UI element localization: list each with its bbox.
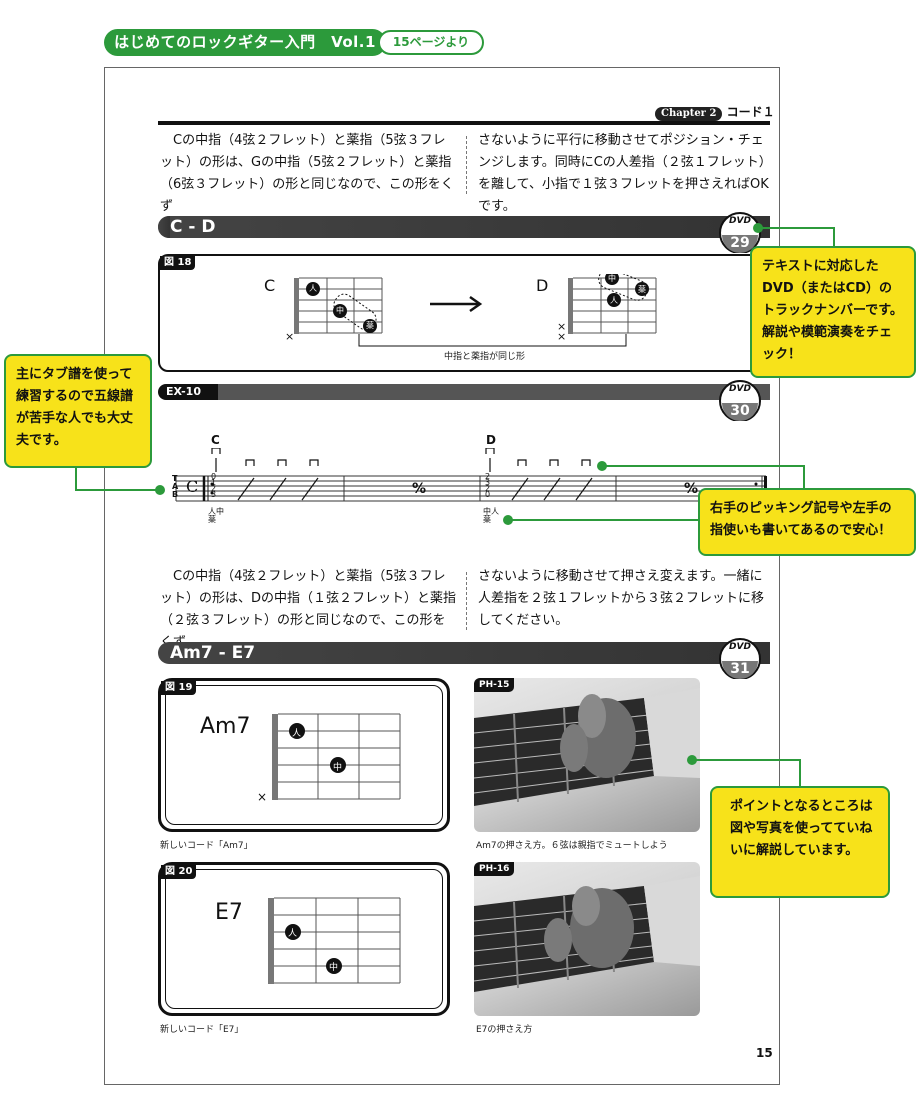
intro-left-text: Cの中指（4弦２フレット）と薬指（5弦３フレット）の形は、Gの中指（5弦２フレッ…	[160, 133, 454, 214]
fingering-c: 人中薬	[208, 507, 224, 524]
chord-diagram-am7	[272, 713, 401, 800]
finger-index-d: 人	[610, 296, 618, 305]
finger-ring-d: 薬	[638, 285, 646, 294]
same-shape-bracket	[358, 334, 627, 347]
finger-middle-e7: 中	[329, 963, 339, 973]
figure-20-caption: 新しいコード「E7」	[160, 1025, 244, 1035]
tab-numbers-c: 0 1 2 3	[211, 472, 217, 499]
photo-tag: PH-16	[474, 862, 515, 876]
repeat-sign-1: %	[412, 481, 426, 497]
callout-tab-note: 主にタブ譜を使って練習するので五線譜が苦手な人でも大丈夫です。	[4, 354, 152, 468]
chapter-title: コード１	[726, 105, 775, 119]
dvd-track-number: 31	[730, 661, 749, 677]
intro-right-text: さないように平行に移動させてポジション・チェンジします。同時にCの人差指（２弦１…	[478, 133, 769, 214]
chapter-pill: Chapter 2	[655, 107, 723, 121]
from-page-tag: 15ページより	[378, 30, 484, 55]
photo-e7-grip: PH-16	[474, 862, 700, 1016]
chapter-number: 2	[709, 108, 717, 119]
section-title-text: Am7 - E7	[170, 643, 256, 663]
figure-number: 20	[178, 866, 193, 877]
finger-middle-c: 中	[336, 306, 344, 315]
finger-middle-am7: 中	[333, 763, 343, 773]
photo-am7-grip: PH-15	[474, 678, 700, 832]
dvd-badge-30: DVD 30	[719, 380, 761, 421]
figure-number: 18	[177, 257, 192, 268]
mute-mark-d-1: ×	[557, 320, 567, 333]
dvd-label: DVD	[729, 384, 751, 394]
para2-left-text: Cの中指（4弦２フレット）と薬指（5弦３フレット）の形は、Dの中指（１弦２フレッ…	[160, 569, 457, 650]
photo-16-caption: E7の押さえ方	[476, 1025, 533, 1035]
page-frame	[104, 67, 780, 1085]
section-title-text: C - D	[170, 217, 216, 237]
photo-15-caption: Am7の押さえ方。６弦は親指でミュートしよう	[476, 841, 668, 851]
para2-divider	[466, 572, 467, 630]
dvd-badge-31: DVD 31	[719, 638, 761, 679]
dvd-track-number: 30	[730, 403, 750, 419]
para2-right-text: さないように移動させて押さえ変えます。一緒に人差指を２弦１フレットから３弦２フレ…	[478, 569, 765, 628]
mute-mark-d-2: ×	[557, 330, 567, 343]
tab-clef: T A B	[172, 474, 179, 499]
page-number: 15	[756, 1046, 773, 1060]
chord-name-d: D	[536, 276, 549, 295]
finger-index-e7: 人	[288, 929, 298, 939]
figure-20-box: 図 20	[158, 862, 450, 1016]
fingering-d: 中人薬	[483, 507, 499, 524]
figure-18-box: 図 18	[158, 254, 770, 372]
finger-index-c: 人	[309, 284, 317, 293]
figure-tag: 図 19	[161, 681, 197, 695]
dvd-badge-29: DVD 29	[719, 212, 761, 253]
tab-chord-d: D	[486, 433, 496, 447]
section-title-am7-e7: Am7 - E7	[158, 642, 770, 664]
callout-dvd-note: テキストに対応したDVD（またはCD）のトラックナンバーです。解説や模範演奏をチ…	[750, 246, 916, 378]
section-title-c-d: C - D	[158, 216, 770, 238]
repeat-sign-2: %	[684, 481, 698, 497]
book-title-banner: はじめてのロックギター入門 Vol.1	[104, 29, 386, 56]
chapter-label: Chapter	[661, 108, 706, 119]
tab-staff: % %	[175, 448, 767, 502]
chord-name-am7: Am7	[200, 714, 251, 739]
chord-name-e7: E7	[215, 900, 243, 925]
callout-photo-note: ポイントとなるところは図や写真を使ってていねいに解説しています。	[710, 786, 890, 898]
guitar-neck-illustration	[474, 876, 700, 992]
figure-18-caption: 中指と薬指が同じ形	[444, 352, 526, 362]
chord-diagram-e7	[268, 897, 401, 984]
figure-number: 19	[178, 682, 193, 693]
finger-middle-d: 中	[608, 274, 616, 283]
finger-ring-c: 薬	[366, 321, 374, 330]
header-rule	[158, 121, 770, 125]
section-title-ex10: EX-10	[166, 385, 201, 398]
time-signature: C	[186, 477, 199, 496]
guitar-neck-illustration	[474, 688, 700, 806]
chord-diagram-d	[568, 274, 657, 334]
mute-mark-c: ×	[285, 330, 295, 343]
chord-name-c: C	[264, 276, 276, 295]
dvd-track-number: 29	[730, 235, 749, 251]
chord-diagram-c	[294, 277, 383, 334]
tab-chord-c: C	[211, 433, 220, 447]
intro-divider	[466, 136, 467, 194]
figure-tag: 図 20	[161, 865, 197, 879]
dvd-label: DVD	[729, 216, 751, 226]
tab-numbers-d: 2 3 2 0	[485, 472, 491, 499]
callout-picking-note: 右手のピッキング記号や左手の指使いも書いてあるので安心！	[698, 488, 916, 556]
arrow-right-icon	[430, 295, 483, 313]
photo-tag: PH-15	[474, 678, 515, 692]
mute-mark-am7: ×	[257, 790, 268, 804]
dvd-label: DVD	[729, 642, 751, 652]
figure-tag: 図 18	[160, 256, 196, 270]
section-bar-ex10: EX-10	[158, 384, 770, 400]
finger-index-am7: 人	[292, 729, 302, 739]
figure-19-box: 図 19	[158, 678, 450, 832]
figure-19-caption: 新しいコード「Am7」	[160, 841, 253, 851]
chapter-header: Chapter 2 コード１	[655, 103, 775, 121]
